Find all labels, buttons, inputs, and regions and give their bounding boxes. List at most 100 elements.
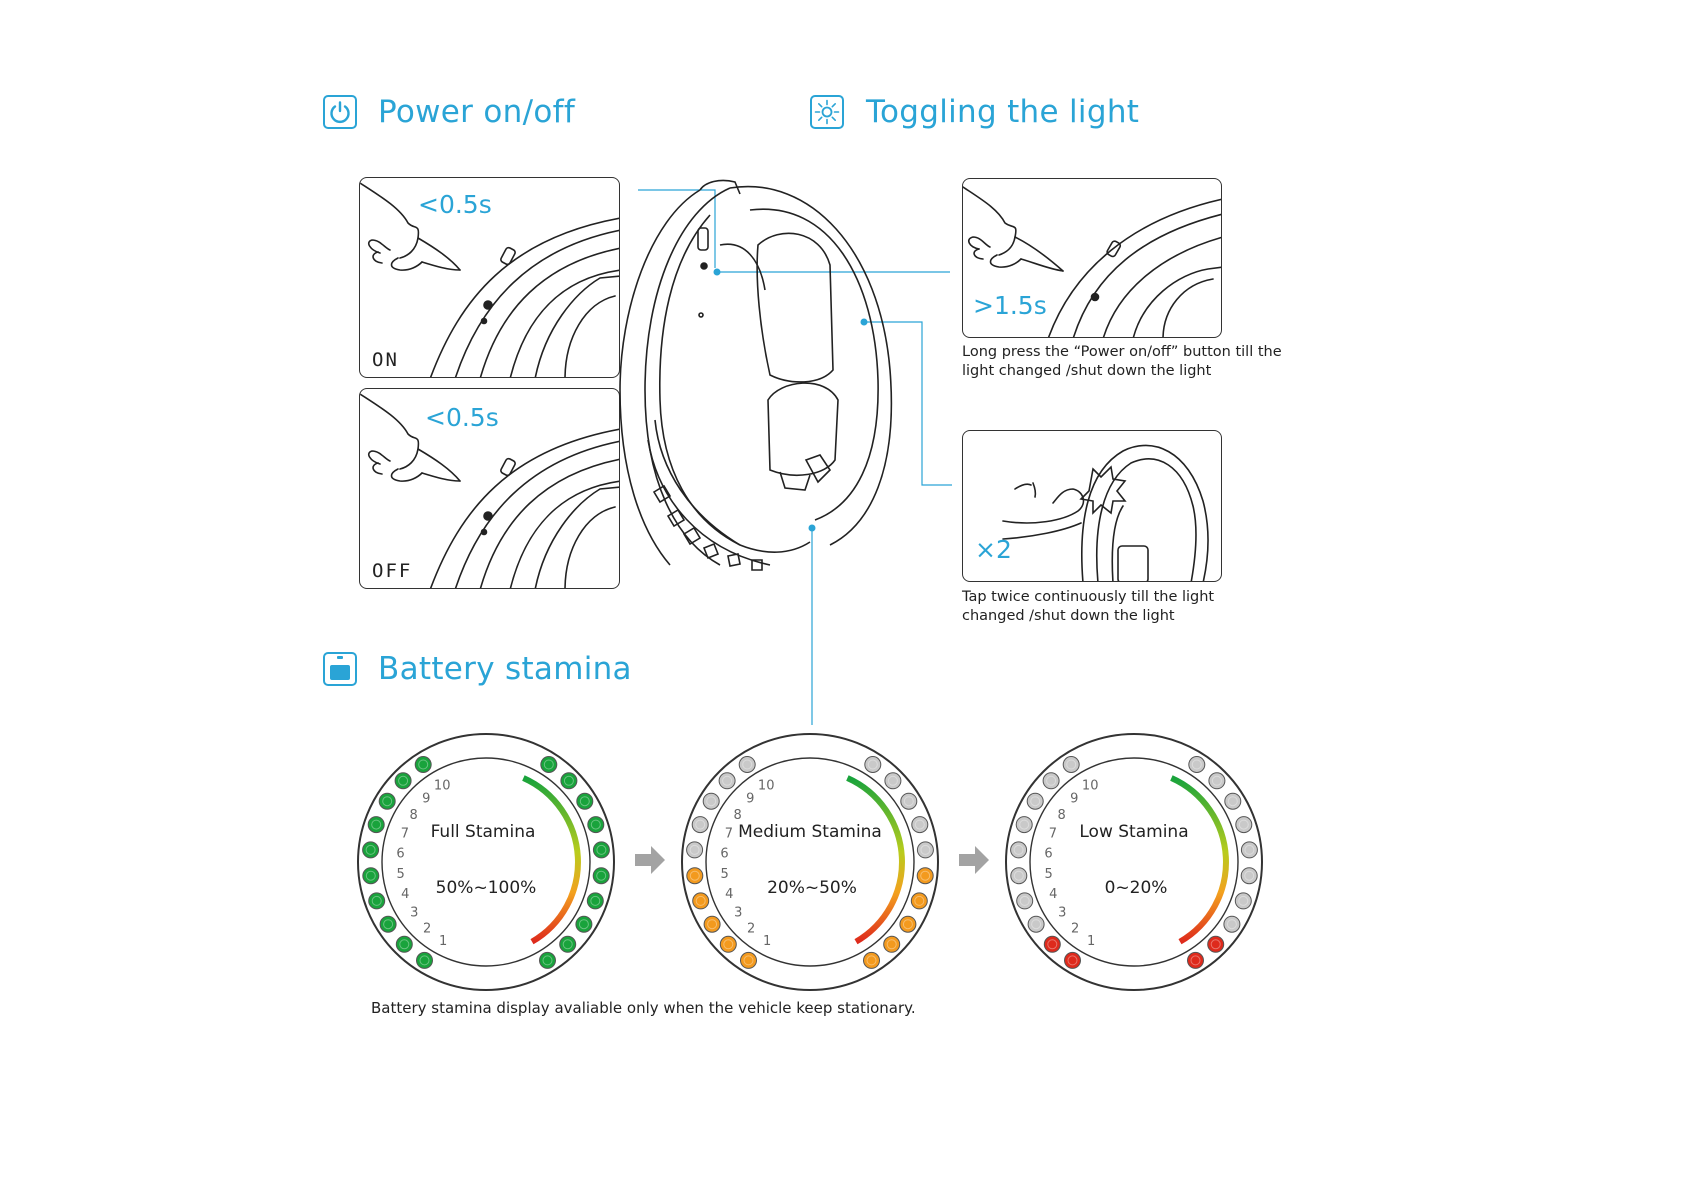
- scale-number: 6: [1044, 846, 1052, 861]
- battery-led-core: [365, 844, 376, 855]
- scale-number: 10: [434, 779, 451, 794]
- right-arrow-icon: [635, 846, 665, 874]
- hand-long-press-illustration: [963, 186, 1221, 337]
- scale-number: 8: [1057, 808, 1065, 823]
- battery-led-core: [399, 939, 410, 950]
- scale-number: 9: [746, 792, 754, 807]
- scale-number: 6: [396, 846, 404, 861]
- long-press-duration: >1.5s: [973, 291, 1047, 320]
- battery-led-core: [543, 759, 554, 770]
- power-on-duration: <0.5s: [418, 190, 492, 219]
- battery-led-core: [1013, 870, 1024, 881]
- battery-icon: [323, 652, 357, 686]
- battery-led-core: [365, 870, 376, 881]
- scale-number: 1: [763, 934, 771, 949]
- power-on-state-label: ON: [372, 349, 399, 371]
- battery-led-core: [1046, 775, 1057, 786]
- scale-number: 1: [439, 934, 447, 949]
- scale-number: 7: [1049, 826, 1057, 841]
- light-section-title: Toggling the light: [866, 94, 1140, 130]
- battery-led-core: [1244, 844, 1255, 855]
- battery-led-core: [590, 819, 601, 830]
- scale-number: 5: [720, 867, 728, 882]
- gauge-range: 20%~50%: [767, 878, 857, 898]
- scale-number: 9: [1070, 792, 1078, 807]
- battery-led-core: [563, 775, 574, 786]
- battery-led-core: [902, 919, 913, 930]
- scale-number: 5: [1044, 867, 1052, 882]
- battery-led-core: [689, 870, 700, 881]
- battery-led-core: [742, 759, 753, 770]
- scale-number: 4: [725, 887, 733, 902]
- battery-led-core: [1013, 844, 1024, 855]
- battery-led-core: [920, 844, 931, 855]
- scale-number: 3: [1058, 905, 1066, 920]
- battery-led-core: [886, 939, 897, 950]
- battery-led-core: [596, 844, 607, 855]
- battery-led-core: [371, 895, 382, 906]
- battery-led-core: [1226, 919, 1237, 930]
- battery-led-core: [903, 796, 914, 807]
- battery-led-core: [695, 895, 706, 906]
- stamina-gradient-arc: [846, 775, 905, 945]
- battery-led-core: [1244, 870, 1255, 881]
- power-callout-line: [638, 189, 716, 268]
- hand-pressing-button-illustration: [360, 393, 619, 588]
- battery-led-core: [723, 939, 734, 950]
- gauge-title: Low Stamina: [1079, 822, 1189, 842]
- stamina-gradient-arc: [522, 775, 581, 945]
- battery-led-core: [1019, 819, 1030, 830]
- battery-led-core: [1238, 819, 1249, 830]
- hand-pressing-button-illustration: [360, 182, 619, 377]
- right-arrow-icon: [959, 846, 989, 874]
- light-sun-icon: [810, 95, 844, 129]
- battery-led-core: [1191, 759, 1202, 770]
- battery-led-core: [1210, 939, 1221, 950]
- battery-led-core: [1211, 775, 1222, 786]
- power-section-title: Power on/off: [378, 94, 576, 130]
- hand-tapping-wheel-illustration: [1002, 444, 1209, 581]
- battery-led-core: [867, 759, 878, 770]
- battery-led-core: [1190, 955, 1201, 966]
- scale-number: 4: [401, 887, 409, 902]
- gauge-title: Medium Stamina: [738, 822, 882, 842]
- battery-led-core: [1067, 955, 1078, 966]
- battery-led-core: [383, 919, 394, 930]
- long-press-caption: Long press the “Power on/off” button til…: [962, 344, 1282, 379]
- scale-number: 8: [733, 808, 741, 823]
- scale-number: 5: [396, 867, 404, 882]
- battery-led-core: [914, 895, 925, 906]
- battery-led-core: [695, 819, 706, 830]
- scale-number: 3: [410, 905, 418, 920]
- power-off-duration: <0.5s: [425, 403, 499, 432]
- battery-led-core: [887, 775, 898, 786]
- battery-led-core: [1238, 895, 1249, 906]
- scale-number: 9: [422, 792, 430, 807]
- scale-number: 2: [423, 921, 431, 936]
- tap-count: ×2: [975, 535, 1012, 564]
- battery-led-core: [562, 939, 573, 950]
- battery-led-core: [722, 775, 733, 786]
- battery-led-core: [579, 796, 590, 807]
- scale-number: 1: [1087, 934, 1095, 949]
- battery-led-core: [596, 870, 607, 881]
- gauge-range: 50%~100%: [435, 878, 537, 898]
- battery-led-core: [371, 819, 382, 830]
- battery-note: Battery stamina display avaliable only w…: [371, 999, 916, 1017]
- battery-led-core: [418, 759, 429, 770]
- scale-number: 2: [747, 921, 755, 936]
- scale-number: 3: [734, 905, 742, 920]
- gauge-title: Full Stamina: [430, 822, 536, 842]
- battery-led-core: [1019, 895, 1030, 906]
- battery-led-core: [707, 919, 718, 930]
- power-off-panel: <0.5s OFF: [359, 388, 620, 589]
- battery-led-core: [743, 955, 754, 966]
- battery-led-core: [1066, 759, 1077, 770]
- battery-led-core: [419, 955, 430, 966]
